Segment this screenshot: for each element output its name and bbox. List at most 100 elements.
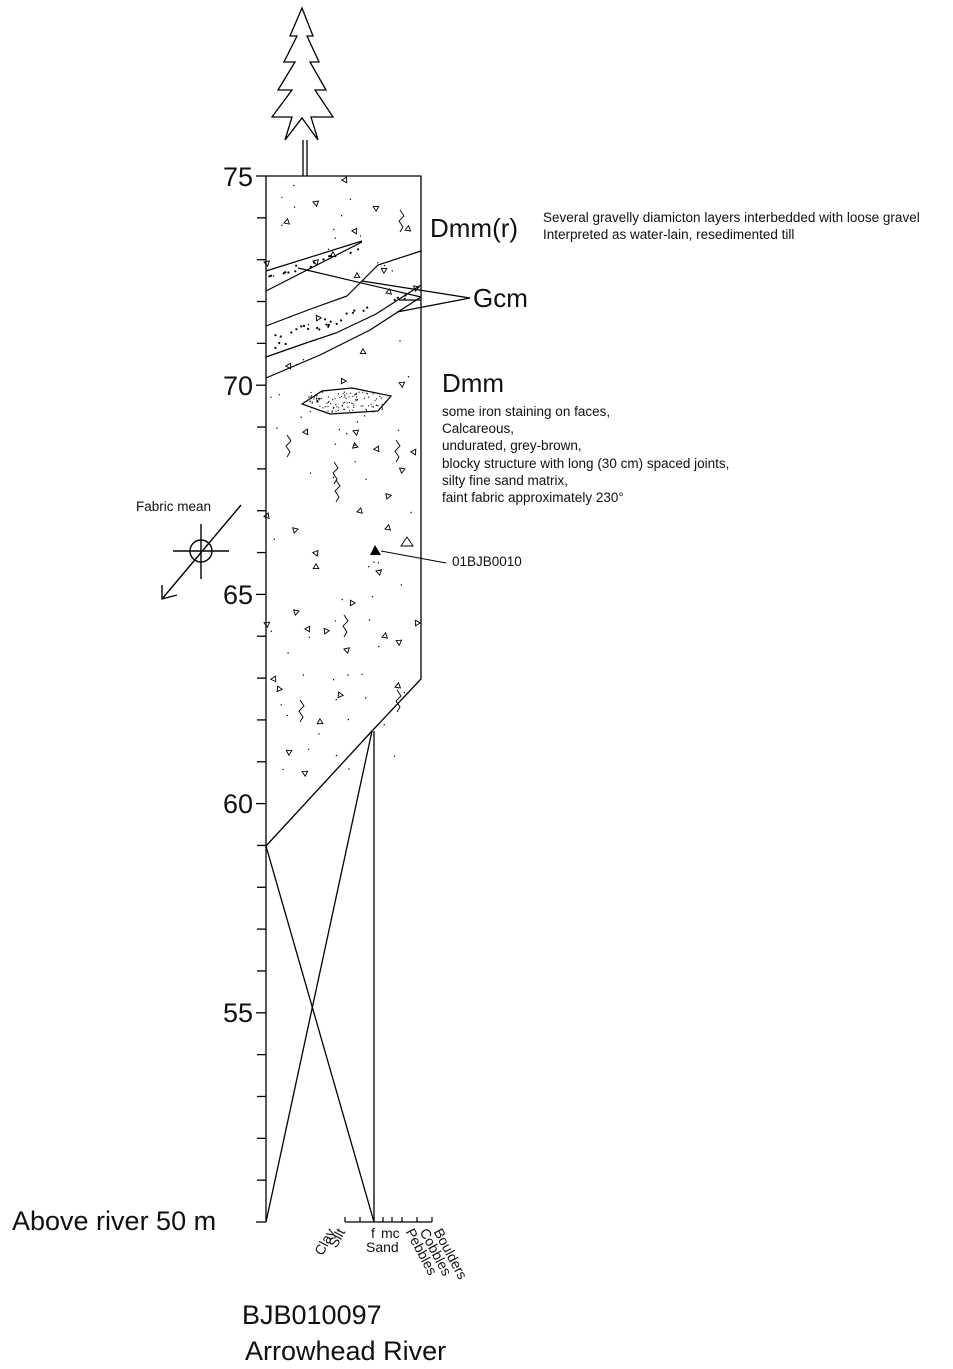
sand-dot bbox=[346, 393, 348, 395]
sand-dot bbox=[348, 401, 351, 404]
matrix-speckle bbox=[334, 620, 337, 622]
joint-symbols bbox=[285, 209, 405, 723]
sample-id-label: 01BJB0010 bbox=[452, 554, 522, 569]
base-elevation-label: Above river 50 m bbox=[12, 1206, 217, 1236]
column-outline bbox=[265, 175, 422, 1223]
sand-dot bbox=[362, 391, 364, 393]
clast-symbol bbox=[414, 619, 422, 627]
sand-dot bbox=[315, 394, 317, 396]
clast-symbol bbox=[372, 205, 380, 213]
matrix-speckle bbox=[286, 714, 289, 717]
joint-symbol bbox=[285, 434, 292, 458]
fabric-mean-label: Fabric mean bbox=[136, 499, 212, 514]
joint-symbol bbox=[342, 614, 349, 638]
clast-symbol bbox=[351, 442, 359, 449]
sand-lens bbox=[300, 387, 393, 415]
sand-dot bbox=[313, 396, 315, 398]
sand-dot bbox=[358, 391, 360, 393]
matrix-speckle bbox=[365, 697, 367, 699]
clast-symbol bbox=[329, 250, 337, 258]
joint-symbol bbox=[332, 461, 339, 485]
gravel-dot bbox=[351, 311, 354, 314]
gravel-dot bbox=[349, 251, 352, 254]
matrix-speckle bbox=[327, 248, 330, 250]
matrix-speckle bbox=[334, 237, 336, 239]
gravel-dot bbox=[357, 248, 360, 251]
clast-symbol bbox=[375, 569, 383, 576]
matrix-speckle bbox=[349, 198, 352, 200]
sand-dot bbox=[345, 397, 347, 399]
sand-dot bbox=[337, 409, 339, 411]
sand-dot bbox=[352, 395, 354, 397]
matrix-speckle bbox=[296, 363, 298, 366]
matrix-speckle bbox=[333, 228, 335, 231]
sand-dot bbox=[373, 406, 375, 408]
upper-note-line: Interpreted as water-lain, resedimented … bbox=[543, 227, 795, 243]
clast-symbol bbox=[316, 717, 324, 725]
gravel-dot bbox=[278, 341, 281, 345]
sand-dot bbox=[380, 397, 382, 399]
clast-symbol bbox=[340, 377, 348, 385]
sand-dot bbox=[328, 400, 330, 403]
height-axis bbox=[256, 175, 267, 1223]
sand-dot bbox=[352, 403, 354, 405]
clast-symbols bbox=[263, 176, 422, 778]
matrix-speckle bbox=[365, 478, 367, 480]
matrix-speckle bbox=[293, 184, 295, 187]
matrix-speckle bbox=[347, 674, 349, 676]
clast-symbol bbox=[312, 562, 320, 570]
sand-dot bbox=[381, 403, 383, 405]
matrix-speckle bbox=[289, 316, 291, 318]
sand-dot bbox=[366, 393, 368, 395]
sand-dot bbox=[311, 402, 313, 404]
sand-dot bbox=[317, 398, 320, 400]
gravel-dot bbox=[345, 312, 348, 315]
sand-dot bbox=[347, 406, 349, 408]
sand-dot bbox=[338, 407, 340, 409]
clast-symbol bbox=[384, 523, 392, 531]
gravel-dot bbox=[404, 294, 407, 297]
joint-symbol bbox=[298, 699, 305, 723]
matrix-speckle bbox=[282, 768, 284, 771]
matrix-speckle bbox=[368, 566, 370, 568]
clast-symbol bbox=[349, 599, 357, 607]
sand-dot bbox=[377, 405, 379, 407]
matrix-speckle bbox=[316, 395, 318, 397]
sand-dot bbox=[310, 397, 312, 399]
grain-label-mc: mc bbox=[381, 1225, 400, 1241]
clast-symbol bbox=[312, 200, 320, 208]
clast-symbol bbox=[398, 381, 406, 389]
matrix-speckle bbox=[383, 724, 385, 726]
sand-dot bbox=[335, 410, 337, 413]
sand-dot bbox=[354, 394, 356, 396]
matrix-speckle bbox=[302, 674, 304, 676]
sand-dot bbox=[310, 396, 312, 398]
matrix-speckle bbox=[347, 718, 349, 721]
gravel-dot bbox=[366, 306, 369, 309]
joint-symbol bbox=[398, 209, 405, 233]
matrix-speckle bbox=[332, 476, 335, 479]
lower-note-line: Calcareous, bbox=[442, 421, 515, 437]
lower-note-line: undurated, grey-brown, bbox=[442, 438, 582, 454]
upper-note-line: Several gravelly diamicton layers interb… bbox=[543, 210, 920, 225]
lower-note-line: some iron staining on faces, bbox=[442, 404, 611, 419]
clast-symbol bbox=[311, 549, 319, 557]
matrix-speckle bbox=[393, 755, 396, 757]
matrix-speckle bbox=[270, 630, 272, 632]
gravel-dot bbox=[324, 318, 327, 321]
clast-symbol bbox=[398, 467, 406, 475]
clast-symbol bbox=[263, 621, 271, 629]
sand-dot bbox=[310, 391, 312, 394]
gcm-pointer-lines bbox=[361, 280, 471, 313]
tick-label-70: 70 bbox=[223, 371, 254, 401]
sand-dot bbox=[365, 408, 367, 410]
gravel-dot bbox=[335, 322, 338, 325]
matrix-speckle bbox=[341, 598, 343, 601]
gravel-dot bbox=[279, 335, 282, 338]
sand-dot bbox=[340, 395, 343, 398]
gravel-dot bbox=[328, 255, 331, 258]
section-id: BJB010097 bbox=[242, 1300, 382, 1330]
matrix-speckle bbox=[348, 768, 350, 770]
matrix-speckle bbox=[361, 673, 363, 676]
clast-symbol bbox=[292, 609, 300, 616]
